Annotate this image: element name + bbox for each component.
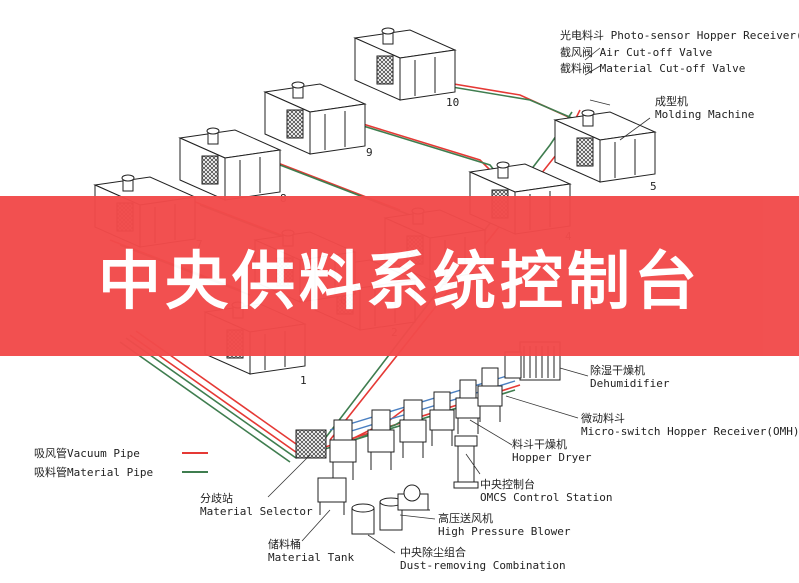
machine-number: 5 (650, 180, 657, 193)
control-station-label-en: OMCS Control Station (480, 491, 613, 504)
legend-material: 吸料管Material Pipe (34, 463, 214, 482)
legend-vacuum-label: 吸风管Vacuum Pipe (34, 447, 140, 460)
molding-machine-label: 成型机 Molding Machine (655, 95, 754, 121)
oph-label-en: Photo-sensor Hopper Receiver(OPH) (610, 29, 799, 42)
machine-number: 9 (366, 146, 373, 159)
hopper-dryer-unit-6 (477, 367, 503, 422)
hopper-dryer-unit-5 (455, 379, 481, 434)
omh-label-en: Micro-switch Hopper Receiver(OMH) (581, 425, 799, 438)
omh-label: 微动料斗 Micro-switch Hopper Receiver(OMH) (581, 412, 799, 438)
high-pressure-blower-unit (397, 484, 430, 511)
tank-label-en: Material Tank (268, 551, 355, 564)
molding-label-cn: 成型机 (655, 95, 688, 108)
dehumidifier-label-en: Dehumidifier (590, 377, 670, 390)
dust-removing-label: 中央除尘组合 Dust-removing Combination (400, 546, 566, 572)
air-valve-label: 截风阀 Air Cut-off Valve (560, 46, 712, 59)
hopper-dryers (329, 367, 503, 480)
dehumidifier-label: 除湿干燥机 Dehumidifier (590, 364, 669, 390)
legend-material-label: 吸料管Material Pipe (34, 466, 154, 479)
legend-vacuum-swatch (182, 452, 208, 454)
selector-label-cn: 分歧站 (200, 492, 233, 505)
control-station-unit (453, 435, 479, 489)
molding-machine (353, 27, 457, 101)
material-valve-label-en: Material Cut-off Valve (599, 62, 746, 75)
material-valve-label: 截料阀 Material Cut-off Valve (560, 62, 745, 75)
machine-number: 10 (446, 96, 459, 109)
oph-label-cn: 光电料斗 (560, 29, 604, 42)
control-station-label: 中央控制台 OMCS Control Station (480, 478, 612, 504)
blower-label: 高压送风机 High Pressure Blower (438, 512, 570, 538)
leader-lines (267, 47, 651, 554)
dehumidifier-label-cn: 除湿干燥机 (590, 364, 645, 377)
blower-label-cn: 高压送风机 (438, 512, 493, 525)
molding-machine (263, 81, 367, 155)
selector-label-en: Material Selector (200, 505, 313, 518)
dust-label-cn: 中央除尘组合 (400, 546, 466, 559)
material-tank-unit (317, 477, 347, 515)
control-station-label-cn: 中央控制台 (480, 478, 535, 491)
blower-label-en: High Pressure Blower (438, 525, 571, 538)
material-tank-label: 储料桶 Material Tank (268, 538, 354, 564)
air-valve-label-cn: 截风阀 (560, 46, 593, 59)
hopper-dryer-unit-3 (399, 399, 427, 458)
pipe-legend: 吸风管Vacuum Pipe 吸料管Material Pipe (34, 444, 214, 482)
dust-removing-unit (351, 497, 403, 535)
legend-vacuum: 吸风管Vacuum Pipe (34, 444, 214, 463)
hopper-dryer-label-en: Hopper Dryer (512, 451, 592, 464)
omh-label-cn: 微动料斗 (581, 412, 625, 425)
hopper-dryer-unit-2 (367, 409, 395, 470)
oph-label: 光电料斗 Photo-sensor Hopper Receiver(OPH) (560, 29, 799, 42)
hopper-dryer-label: 料斗干燥机 Hopper Dryer (512, 438, 591, 464)
tank-label-cn: 储料桶 (268, 538, 301, 551)
machine-number: 1 (300, 374, 307, 387)
air-valve-label-en: Air Cut-off Valve (599, 46, 713, 59)
hopper-dryer-unit-1 (329, 419, 357, 480)
material-selector-label: 分歧站 Material Selector (200, 492, 313, 518)
material-valve-label-cn: 截料阀 (560, 62, 593, 75)
dust-label-en: Dust-removing Combination (400, 559, 566, 572)
molding-machine (553, 109, 657, 183)
hopper-dryer-unit-4 (429, 391, 455, 446)
banner-title: 中央供料系统控制台 (98, 244, 701, 318)
title-banner: 中央供料系统控制台 (0, 196, 799, 356)
legend-material-swatch (182, 471, 208, 473)
molding-label-en: Molding Machine (655, 108, 755, 121)
molding-machine (178, 127, 282, 201)
material-selector-unit (295, 429, 327, 459)
hopper-dryer-label-cn: 料斗干燥机 (512, 438, 567, 451)
